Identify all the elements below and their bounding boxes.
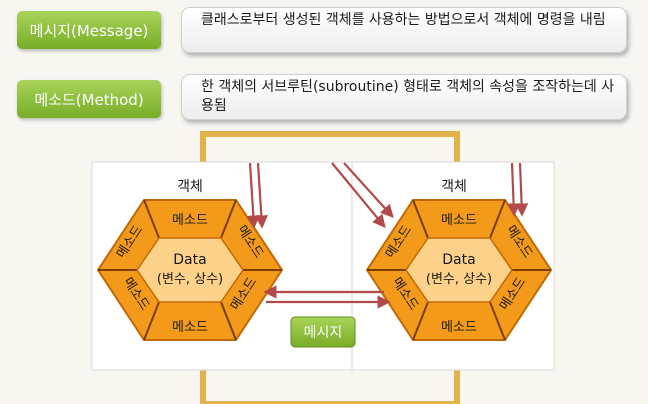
message-term-badge: 메시지(Message) (17, 11, 161, 49)
message-badge: 메시지 (290, 316, 356, 348)
right-object-title: 객체 (441, 179, 467, 195)
arrow-into-left-object-1 (246, 162, 260, 229)
message-description: 클래스로부터 생성된 객체를 사용하는 방법으로서 객체에 명령을 내림 (181, 7, 627, 53)
left-method-top: 메소드 (172, 213, 208, 228)
left-hexagon (96, 199, 284, 341)
right-data-label: Data (442, 252, 475, 268)
arrow-into-right-object-top-1 (506, 162, 521, 217)
right-hexagon (365, 199, 553, 341)
arrow-into-right-object-top-2 (514, 162, 529, 217)
method-term-badge: 메소드(Method) (17, 80, 161, 118)
right-data-sub-label: (변수, 상수) (426, 272, 492, 287)
left-data-label: Data (173, 252, 206, 268)
method-description: 한 객체의 서브루틴(subroutine) 형태로 객체의 속성을 조작하는데… (181, 74, 627, 120)
right-method-bottom: 메소드 (441, 320, 477, 335)
left-method-bottom: 메소드 (172, 320, 208, 335)
message-badge-label: 메시지 (304, 325, 343, 341)
arrow-into-right-object-diagonal-1 (331, 162, 386, 229)
arrow-into-left-object-2 (254, 162, 268, 229)
left-object-title: 객체 (177, 179, 203, 195)
right-method-top: 메소드 (441, 213, 477, 228)
left-data-sub-label: (변수, 상수) (157, 272, 223, 287)
arrow-into-right-object-diagonal-2 (343, 162, 394, 218)
